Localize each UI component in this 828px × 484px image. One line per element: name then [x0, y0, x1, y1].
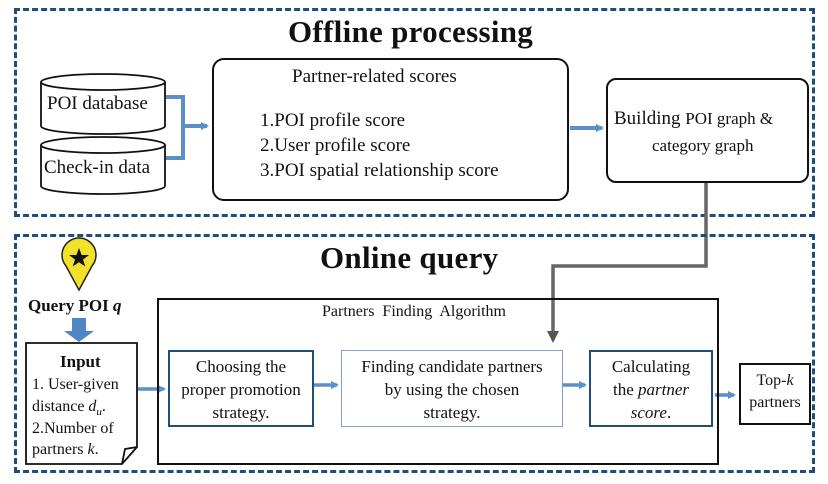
step1-line-2: proper promotion	[181, 380, 301, 399]
building-graph-line1-a: Building	[614, 108, 686, 129]
poi-database-label: POI database	[47, 93, 148, 114]
step-calculating-score-box	[589, 350, 713, 427]
topk-line-1: Top-k	[739, 372, 811, 390]
score-item-2: 2.User profile score	[260, 135, 411, 156]
input-title: Input	[60, 352, 101, 371]
building-graph-line1: Building POI graph &	[614, 108, 773, 130]
step2-line-2: by using the chosen	[384, 380, 520, 399]
graph-to-finding-arrow	[547, 183, 708, 343]
building-graph-box	[606, 78, 809, 183]
partners-finding-algorithm-box	[157, 298, 719, 465]
score-item-1: 1.POI profile score	[260, 110, 406, 131]
map-pin-icon	[61, 237, 97, 292]
online-section-frame	[14, 234, 815, 473]
cylinders-to-scores-arrow	[166, 95, 209, 160]
input-line-3: 2.Number of	[32, 420, 114, 437]
step3-line-3-text: score	[630, 403, 667, 422]
offline-section-frame	[14, 8, 815, 217]
topk-text-a: Top-	[756, 372, 787, 389]
input-line-2: distance du.	[32, 398, 106, 419]
step3-line-2-b: partner	[638, 380, 690, 399]
checkin-data-cylinder	[40, 136, 166, 195]
input-var-d: d	[88, 398, 97, 415]
topk-var: k	[786, 372, 794, 389]
step3-line-3-end: .	[666, 403, 672, 422]
query-down-arrow	[64, 318, 94, 342]
step3-line-1: Calculating	[611, 357, 691, 376]
input-line-4: partners k.	[32, 441, 99, 458]
step1-line-3: strategy.	[212, 403, 270, 422]
input-line-1: 1. User-given	[32, 376, 119, 393]
topk-partners-box	[739, 363, 811, 425]
step-finding-candidates-box	[341, 350, 563, 427]
input-line-2-text: distance	[32, 398, 89, 415]
input-document-shape	[25, 342, 138, 465]
step3-line-2: the partner	[589, 380, 713, 400]
building-graph-line2: category graph	[652, 136, 754, 155]
query-poi-text: Query POI	[28, 296, 113, 315]
step2-line-1: Finding candidate partners	[361, 357, 543, 376]
step1-line-1: Choosing the	[195, 357, 287, 376]
step3-line-2-a: the	[612, 380, 639, 399]
algorithm-title: Partners Finding Algorithm	[322, 303, 506, 320]
topk-line-2: partners	[749, 394, 801, 411]
query-poi-var: q	[113, 296, 122, 315]
step-choosing-strategy-box	[168, 350, 314, 427]
input-var-k: k	[87, 441, 95, 458]
step2-line-3: strategy.	[423, 403, 481, 422]
partner-scores-title: Partner-related scores	[292, 66, 457, 87]
partner-scores-box	[212, 58, 569, 201]
checkin-data-label: Check-in data	[44, 157, 151, 178]
score-item-3: 3.POI spatial relationship score	[260, 160, 499, 181]
query-poi-label: Query POI q	[28, 296, 122, 316]
online-section-title: Online query	[320, 240, 499, 275]
offline-section-title: Offline processing	[288, 14, 534, 49]
input-var-d-sub: u	[96, 406, 102, 419]
poi-database-cylinder	[40, 73, 166, 135]
step3-line-3: score.	[589, 403, 713, 423]
input-line-4-text: partners	[32, 441, 88, 458]
building-graph-line1-b: POI graph &	[685, 109, 774, 128]
